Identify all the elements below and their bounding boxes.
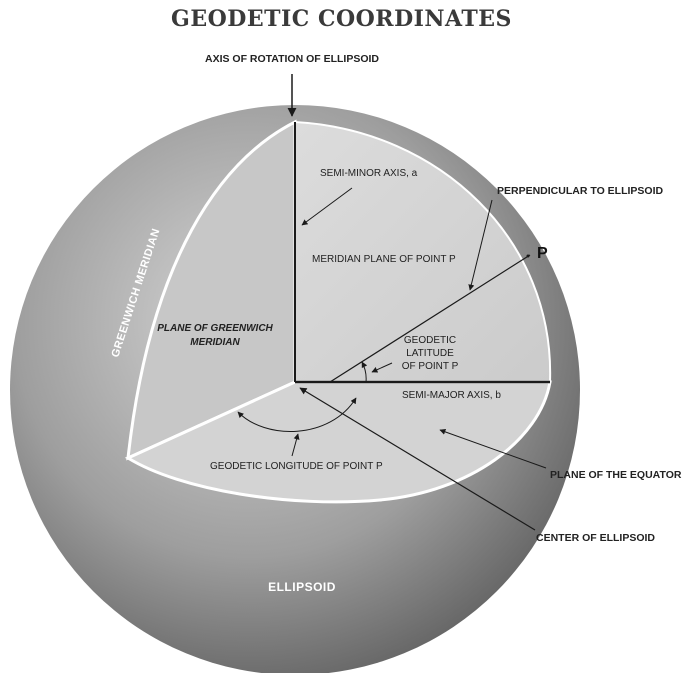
- longitude-pointer: [291, 433, 300, 457]
- latitude-arc: [361, 361, 368, 383]
- axis-rotation-label: AXIS OF ROTATION OF ELLIPSOID: [205, 53, 379, 65]
- semi-major-label: SEMI-MAJOR AXIS, b: [402, 390, 501, 401]
- longitude-arc: [237, 397, 357, 432]
- point-p-label: P: [537, 245, 548, 262]
- plane-greenwich-label-1: PLANE OF GREENWICH: [157, 323, 273, 334]
- perpendicular-pointer: [468, 199, 493, 291]
- perpendicular-line: [329, 254, 531, 383]
- latitude-pointer: [371, 362, 393, 373]
- semi-minor-pointer: [301, 187, 353, 226]
- center-label: CENTER OF ELLIPSOID: [536, 532, 655, 544]
- greenwich-plane: [126, 119, 297, 461]
- plane-equator-label: PLANE OF THE EQUATOR: [550, 469, 682, 481]
- semi-minor-label: SEMI-MINOR AXIS, a: [320, 168, 418, 179]
- ellipsoid-label: ELLIPSOID: [268, 580, 336, 594]
- geodetic-latitude-label-2: LATITUDE: [406, 348, 454, 359]
- equator-pointer: [439, 428, 547, 469]
- perpendicular-label: PERPENDICULAR TO ELLIPSOID: [497, 185, 663, 197]
- geodetic-latitude-label-3: OF POINT P: [402, 361, 459, 372]
- meridian-plane: [294, 120, 552, 383]
- plane-greenwich-label-2: MERIDIAN: [190, 337, 240, 348]
- diagram-title: GEODETIC COORDINATES: [171, 6, 512, 32]
- equator-plane: [124, 380, 552, 504]
- point-p-marker: [526, 254, 530, 258]
- meridian-plane-label: MERIDIAN PLANE OF POINT P: [312, 254, 456, 265]
- geodetic-longitude-label: GEODETIC LONGITUDE OF POINT P: [210, 461, 383, 472]
- geodetic-latitude-label-1: GEODETIC: [404, 335, 456, 346]
